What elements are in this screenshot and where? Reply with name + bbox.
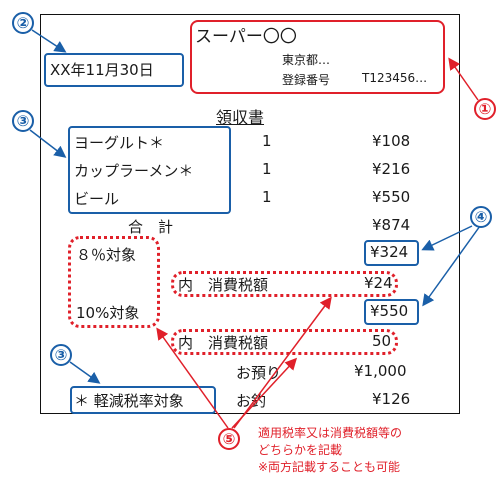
marker-3-note: ③ xyxy=(50,344,72,366)
rate8-value-box xyxy=(364,240,419,266)
item-price: ¥216 xyxy=(372,160,411,178)
deposit-label: お預り xyxy=(236,364,282,382)
store-name: スーパー〇〇 xyxy=(195,27,297,47)
rate10-tax-label: 内 消費税額 xyxy=(178,334,269,352)
item-qty: 1 xyxy=(262,132,272,150)
marker-3-items: ③ xyxy=(12,110,34,132)
store-address: 東京都… xyxy=(282,53,331,67)
total-label: 合 計 xyxy=(128,218,174,236)
date-box xyxy=(44,53,184,87)
item-price: ¥550 xyxy=(372,188,411,206)
rate10-value-box xyxy=(364,299,419,325)
receipt-date: XX年11月30日 xyxy=(50,61,154,79)
change-label: お釣 xyxy=(236,392,267,410)
tax-rate-labels-box xyxy=(68,236,160,328)
note-5-line-2: どちらかを記載 xyxy=(258,443,343,457)
reduced-rate-note: ＊ 軽減税率対象 xyxy=(74,392,184,410)
note-5-line-1: 適用税率又は消費税額等の xyxy=(258,426,403,440)
rate8-value: ¥324 xyxy=(370,243,409,261)
rate8-tax-value: ¥24 xyxy=(364,274,393,292)
rate8-tax-box xyxy=(171,271,398,297)
item-qty: 1 xyxy=(262,188,272,206)
item-qty: 1 xyxy=(262,160,272,178)
registration-number: T123456… xyxy=(362,71,428,85)
note-5-line-3: ※両方記載することも可能 xyxy=(258,460,401,474)
rate8-tax-label: 内 消費税額 xyxy=(178,276,269,294)
deposit-value: ¥1,000 xyxy=(354,362,407,380)
rate10-tax-value: 50 xyxy=(372,332,392,350)
rate10-value: ¥550 xyxy=(370,302,409,320)
change-value: ¥126 xyxy=(372,390,411,408)
receipt-title: 領収書 xyxy=(216,108,265,127)
marker-4: ④ xyxy=(470,206,492,228)
rate10-label: 10%対象 xyxy=(76,304,140,322)
store-info-box xyxy=(190,20,445,94)
marker-1: ① xyxy=(474,98,496,120)
item-price: ¥108 xyxy=(372,132,411,150)
marker-5: ⑤ xyxy=(218,428,240,450)
item-name: カップラーメン＊ xyxy=(74,162,194,180)
item-name: ヨーグルト＊ xyxy=(74,134,165,152)
total-value: ¥874 xyxy=(372,216,411,234)
rate8-label: ８％対象 xyxy=(76,246,137,264)
items-box xyxy=(68,126,231,214)
marker-2: ② xyxy=(12,12,34,34)
registration-label: 登録番号 xyxy=(282,73,331,87)
item-name: ビール xyxy=(74,190,120,208)
